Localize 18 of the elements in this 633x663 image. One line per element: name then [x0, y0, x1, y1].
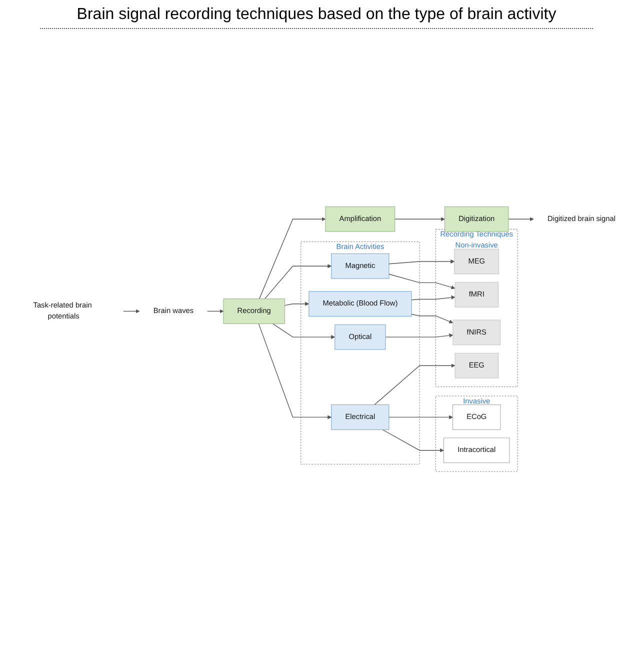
arrow — [394, 216, 445, 222]
arrow — [258, 323, 332, 420]
arrow — [207, 309, 224, 314]
arrow — [388, 415, 453, 420]
arrow — [411, 295, 456, 300]
arrow — [374, 363, 456, 405]
arrow — [264, 264, 332, 300]
arrow — [272, 323, 336, 339]
arrow — [258, 216, 326, 300]
diagram-title: Brain signal recording techniques based on the type of brain activity — [40, 0, 593, 29]
arrow — [123, 309, 140, 314]
arrow — [388, 259, 455, 264]
arrow — [388, 274, 456, 290]
arrow — [508, 216, 534, 222]
arrow — [382, 429, 444, 452]
arrow — [411, 314, 454, 324]
arrow — [385, 333, 454, 338]
arrow — [284, 302, 310, 306]
